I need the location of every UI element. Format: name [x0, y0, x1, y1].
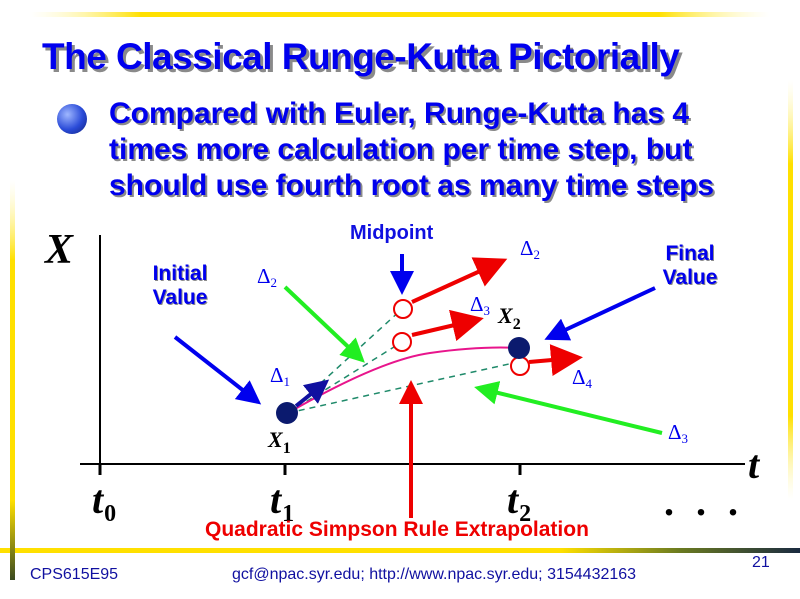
delta-2-top-label: Δ2 — [520, 236, 541, 262]
slope-arrow-d3 — [411, 309, 484, 342]
endpoint-circle — [510, 356, 530, 376]
delta-2-pointer-label: Δ2 — [257, 264, 278, 290]
point-x2-label: X2 — [498, 303, 521, 333]
midpoint-circle-upper — [393, 299, 413, 319]
top-rule — [30, 12, 770, 17]
slope-arrow-d4 — [528, 344, 583, 377]
footer-course: CPS615E95 — [30, 566, 119, 583]
midpoint-circle-lower — [392, 332, 412, 352]
delta-4-label: Δ4 — [572, 365, 593, 391]
pointer-final-value — [544, 286, 656, 341]
midpoint-label: Midpoint — [350, 222, 434, 244]
axis-x-label: X — [45, 227, 74, 273]
pointer-d3 — [474, 381, 663, 435]
bullet-icon — [57, 104, 87, 134]
solution-curve — [287, 346, 519, 414]
pointer-initial-value — [173, 335, 262, 405]
pointer-d2 — [283, 285, 365, 363]
page-number: 21 — [752, 554, 770, 571]
tick-label-t2: t2 — [507, 477, 532, 527]
tick-label-t1: t1 — [270, 477, 295, 527]
tick-label-t0: t0 — [92, 477, 117, 527]
bottom-rule — [0, 548, 800, 553]
ellipsis: . . . — [664, 479, 744, 524]
left-rule — [10, 180, 15, 580]
delta-3-mid-label: Δ3 — [470, 292, 491, 318]
point-x2 — [508, 337, 530, 359]
delta-3-pointer-label: Δ3 — [668, 420, 689, 446]
delta-1-label: Δ1 — [270, 363, 291, 389]
axis-t-label: t — [748, 442, 760, 487]
slide-title: The Classical Runge-Kutta Pictorially — [42, 36, 680, 77]
slope-arrow-d2 — [411, 257, 508, 304]
bullet-text: Compared with Euler, Runge-Kutta has 4 t… — [109, 97, 715, 202]
right-rule — [788, 80, 793, 500]
extrapolation-label: Quadratic Simpson Rule Extrapolation — [205, 518, 589, 541]
point-x1 — [276, 402, 298, 424]
point-x1-label: X1 — [268, 427, 291, 457]
slope-arrow-d1 — [294, 379, 330, 408]
footer-contact: gcf@npac.syr.edu; http://www.npac.syr.ed… — [232, 566, 637, 583]
